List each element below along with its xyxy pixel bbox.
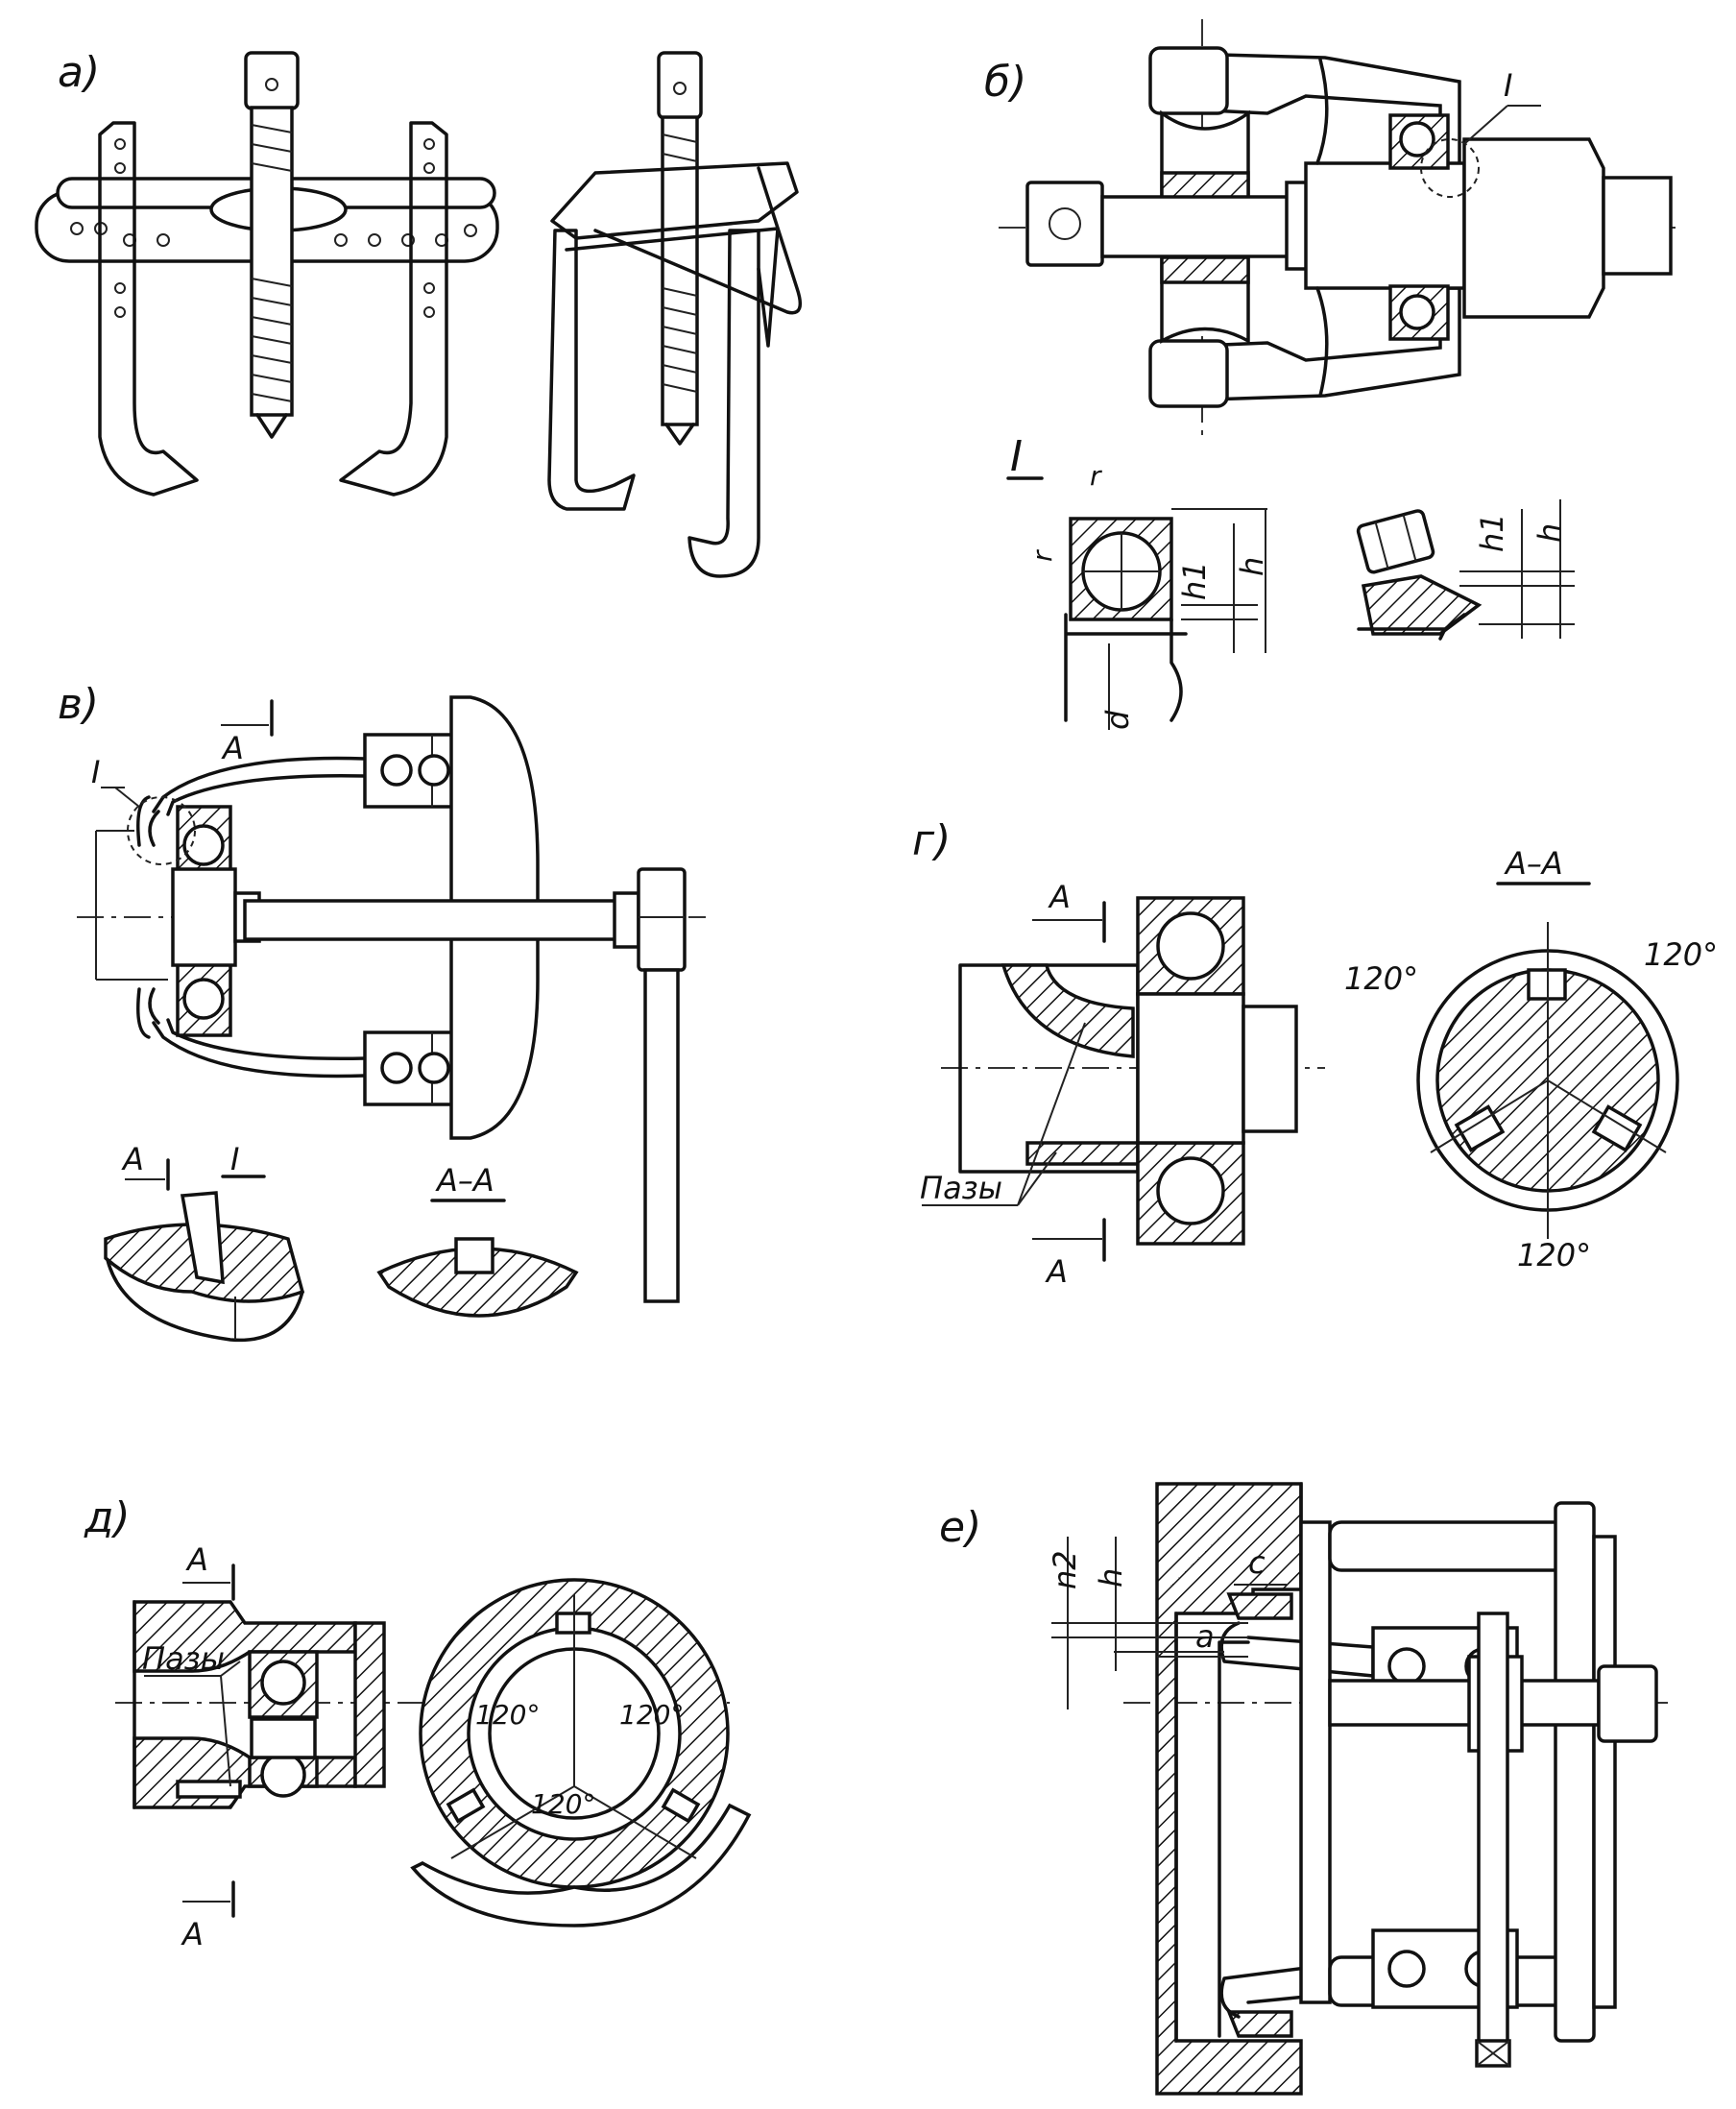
dim-h-b2: h <box>1531 523 1568 543</box>
angle-g-2: 120° <box>1644 936 1718 973</box>
grooves-label-d: Пазы <box>142 1640 225 1677</box>
section-a-a-jaw-drawing: A–A <box>376 1162 579 1318</box>
panel-a: а) <box>35 48 803 578</box>
angle-g-3: 120° <box>1517 1237 1591 1273</box>
detail-mark-b: I <box>1504 67 1512 104</box>
puller-in-housing-drawing: n2 h c a <box>1047 1482 1676 2096</box>
panel-g-label: г) <box>912 816 951 865</box>
detail-i-jaw-drawing: I A <box>104 1141 305 1343</box>
panel-e-label: е) <box>939 1503 981 1552</box>
section-title-v: A–A <box>435 1162 494 1199</box>
dim-h1-b: h1 <box>1176 561 1213 600</box>
section-mark-d-bottom: A <box>181 1916 204 1952</box>
panel-v: в) A <box>58 680 706 1343</box>
angle-d-2: 120° <box>619 1699 684 1731</box>
angle-d-3: 120° <box>531 1788 595 1820</box>
angle-g-1: 120° <box>1344 960 1418 997</box>
detail-title-v: I <box>230 1141 239 1177</box>
section-a-a-housing-drawing: 120° 120° 120° <box>410 1578 752 1927</box>
dim-h1-b2: h1 <box>1474 513 1510 552</box>
dim-n2-e: n2 <box>1047 1550 1083 1589</box>
dim-r-b: r <box>1090 460 1102 492</box>
panel-b-label: б) <box>984 58 1026 107</box>
dim-r1-b: r <box>1026 549 1058 562</box>
shaft-with-grooves-drawing: A A Пазы <box>920 879 1325 1290</box>
detail-title-b: I <box>1010 432 1023 481</box>
dim-c-e: c <box>1248 1544 1266 1581</box>
two-jaw-puller-drawing <box>547 51 803 578</box>
panel-d-label: д) <box>84 1493 131 1542</box>
detail-mark-v: I <box>91 754 100 790</box>
dim-h-b: h <box>1234 557 1270 576</box>
panel-b: б) <box>984 19 1676 730</box>
section-mark-v-detail: A <box>121 1141 144 1177</box>
three-jaw-puller-drawing <box>35 51 499 497</box>
panel-a-label: а) <box>58 48 100 97</box>
panel-d: д) A A Пазы <box>84 1493 752 1952</box>
puller-on-shaft-drawing: I <box>999 19 1676 437</box>
housing-with-grooves-drawing: A A Пазы <box>115 1541 730 1952</box>
detail-i-bearing-drawing: I h1 h r r d <box>1006 432 1575 730</box>
section-mark-g-bottom: A <box>1045 1253 1068 1290</box>
angle-d-1: 120° <box>475 1699 540 1731</box>
panel-g: г) A A Пазы <box>912 816 1718 1290</box>
dim-d-b: d <box>1099 710 1136 730</box>
section-mark-d-top: A <box>185 1541 208 1578</box>
panel-v-label: в) <box>58 680 99 729</box>
dim-a-e: a <box>1195 1618 1215 1655</box>
section-title-g: A–A <box>1504 845 1563 882</box>
puller-with-handle-drawing: A <box>77 695 706 1303</box>
panel-e: е) <box>939 1482 1676 2096</box>
dim-h-e: h <box>1093 1568 1129 1588</box>
section-a-a-shaft-drawing: A–A 120° 120° 120° <box>1344 845 1718 1273</box>
grooves-label-g: Пазы <box>920 1170 1002 1206</box>
section-mark-g-top: A <box>1048 879 1071 915</box>
section-mark-v-top: A <box>221 730 244 766</box>
